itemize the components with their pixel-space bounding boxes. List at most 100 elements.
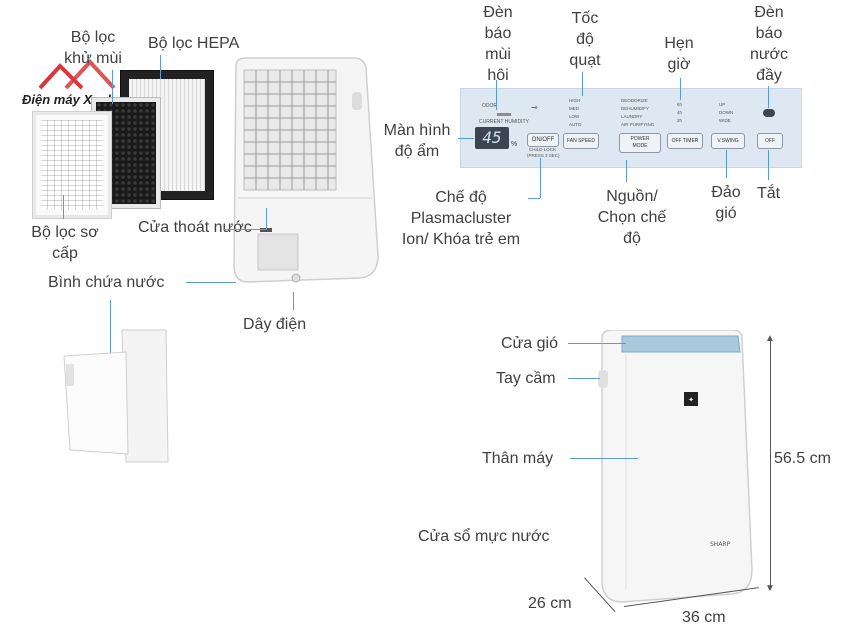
fan-level-auto: AUTO xyxy=(569,122,582,127)
back-unit-drawing xyxy=(233,57,379,283)
leader-drain-v xyxy=(266,208,267,230)
on-off-button[interactable]: ON/OFF xyxy=(527,133,559,147)
leader-tank xyxy=(186,282,236,283)
mode-list: DEODORIZE DEHUMIDIFY LAUNDRY AIR PURIFYI… xyxy=(621,97,654,129)
fan-speed-button-label: FAN SPEED xyxy=(566,138,596,144)
leader-handle xyxy=(568,378,600,379)
label-timer: Hẹn giờ xyxy=(664,35,694,73)
front-brand-text: SHARP xyxy=(710,541,731,548)
height-dimension-line xyxy=(770,340,771,590)
brand-logo: Điện máy Xanh xyxy=(10,48,160,118)
odor-indicator-light xyxy=(497,113,511,116)
label-height: 56.5 cm xyxy=(774,450,831,467)
fan-level-med: MED xyxy=(569,106,579,111)
mode-button-label: MODE xyxy=(632,143,648,149)
back-unit xyxy=(228,56,380,288)
child-lock-label: CHILD LOCK xyxy=(529,147,557,152)
leader-power-mode xyxy=(626,160,627,182)
label-drain: Cửa thoát nước xyxy=(138,219,252,236)
on-off-button-label: ON/OFF xyxy=(531,137,555,143)
leader-pre xyxy=(63,195,64,219)
mode-dehumidify: DEHUMIDIFY xyxy=(621,106,649,111)
label-humidity-display: Màn hình độ ẩm xyxy=(383,122,451,160)
label-plasmacluster: Chế độ Plasmacluster Ion/ Khóa trẻ em xyxy=(401,189,521,248)
fan-level-high: HIGH xyxy=(569,98,581,103)
timer-2h: 2h xyxy=(677,118,683,123)
power-mode-button[interactable]: POWER MODE xyxy=(619,133,661,153)
control-panel: ODOR CURRENT HUMIDITY ⊸ 45 % ON/OFF CHIL… xyxy=(460,88,802,168)
arrow-up-icon: ▲ xyxy=(765,333,775,344)
current-humidity-label: CURRENT HUMIDITY xyxy=(479,119,529,125)
leader-off xyxy=(768,150,769,180)
mode-air-purifying: AIR PURIFYING xyxy=(621,122,655,127)
label-pre-filter: Bộ lọc sơ cấp xyxy=(31,224,99,262)
leader-tank-down xyxy=(110,300,111,374)
leader-fan-speed xyxy=(582,72,583,96)
leader-drain xyxy=(224,229,266,230)
tank-full-light xyxy=(763,109,775,117)
label-width: 36 cm xyxy=(682,609,726,626)
fan-level-list: HIGH MED LOW AUTO xyxy=(569,97,581,129)
power-button-label: POWER xyxy=(630,136,650,142)
timer-level-list: 6h 4h 2h xyxy=(677,101,682,125)
logo-text: Điện máy Xanh xyxy=(22,92,116,107)
swing-wide: WIDE xyxy=(719,118,731,123)
label-handle: Tay cầm xyxy=(496,370,556,387)
swing-level-list: UP DOWN WIDE xyxy=(719,101,733,125)
off-button[interactable]: OFF xyxy=(757,133,783,149)
house-roof-icon xyxy=(38,59,116,90)
leader-swing xyxy=(726,150,727,178)
label-body: Thân máy xyxy=(482,450,554,467)
percent-symbol: % xyxy=(511,141,518,148)
mode-laundry: LAUNDRY xyxy=(621,114,643,119)
leader-body xyxy=(570,458,638,459)
fan-speed-button[interactable]: FAN SPEED xyxy=(563,133,599,149)
leader-plasmacluster-v xyxy=(540,158,541,198)
swing-up: UP xyxy=(719,102,726,107)
label-window: Cửa sổ mực nước xyxy=(418,528,550,545)
mode-deodorize: DEODORIZE xyxy=(621,98,648,103)
label-tank-full-light: Đèn báo nước đầy xyxy=(749,4,789,84)
leader-plasmacluster xyxy=(528,198,540,199)
leader-odor-light xyxy=(496,80,497,110)
label-vent: Cửa gió xyxy=(501,335,558,352)
front-unit: ✦ SHARP xyxy=(592,329,762,610)
press-seconds-label: (PRESS 3 SEC) xyxy=(527,153,560,158)
label-swing: Đảo gió xyxy=(711,184,741,222)
svg-text:✦: ✦ xyxy=(688,396,694,404)
label-hepa-filter: Bộ lọc HEPA xyxy=(148,35,240,52)
leader-tank-full xyxy=(768,86,769,108)
leader-timer xyxy=(680,78,681,100)
timer-4h: 4h xyxy=(677,110,683,115)
pre-filter xyxy=(33,112,111,218)
leader-hepa xyxy=(160,55,161,79)
water-tank-drawing xyxy=(63,329,169,463)
leader-humidity xyxy=(458,138,474,139)
humidity-display: 45 xyxy=(475,127,509,149)
odor-indicator-label: ODOR xyxy=(482,103,497,109)
front-unit-drawing: ✦ SHARP xyxy=(598,329,753,603)
v-swing-button[interactable]: V.SWING xyxy=(711,133,745,149)
label-depth: 26 cm xyxy=(528,595,572,612)
leader-vent xyxy=(568,343,626,344)
off-timer-button-label: OFF TIMER xyxy=(671,138,699,144)
timer-6h: 6h xyxy=(677,102,683,107)
arrow-down-icon: ▼ xyxy=(765,583,775,594)
swing-down: DOWN xyxy=(719,110,734,115)
label-fan-speed: Tốc độ quạt xyxy=(569,10,601,69)
leader-odor xyxy=(112,70,113,104)
off-timer-button[interactable]: OFF TIMER xyxy=(667,133,703,149)
key-icon: ⊸ xyxy=(531,103,538,112)
off-button-label: OFF xyxy=(765,138,775,144)
leader-cord xyxy=(293,292,294,310)
label-power-mode: Nguồn/ Chọn chế độ xyxy=(597,188,667,247)
label-odor-light: Đèn báo mùi hôi xyxy=(483,4,513,84)
humidity-display-value: 45 xyxy=(482,128,502,147)
v-swing-button-label: V.SWING xyxy=(717,138,739,144)
label-tank: Bình chứa nước xyxy=(48,274,165,291)
fan-level-low: LOW xyxy=(569,114,580,119)
label-odor-filter: Bộ lọc khử mùi xyxy=(64,29,122,67)
label-cord: Dây điện xyxy=(243,316,307,333)
water-tank xyxy=(56,326,174,466)
label-off: Tắt xyxy=(757,185,781,202)
